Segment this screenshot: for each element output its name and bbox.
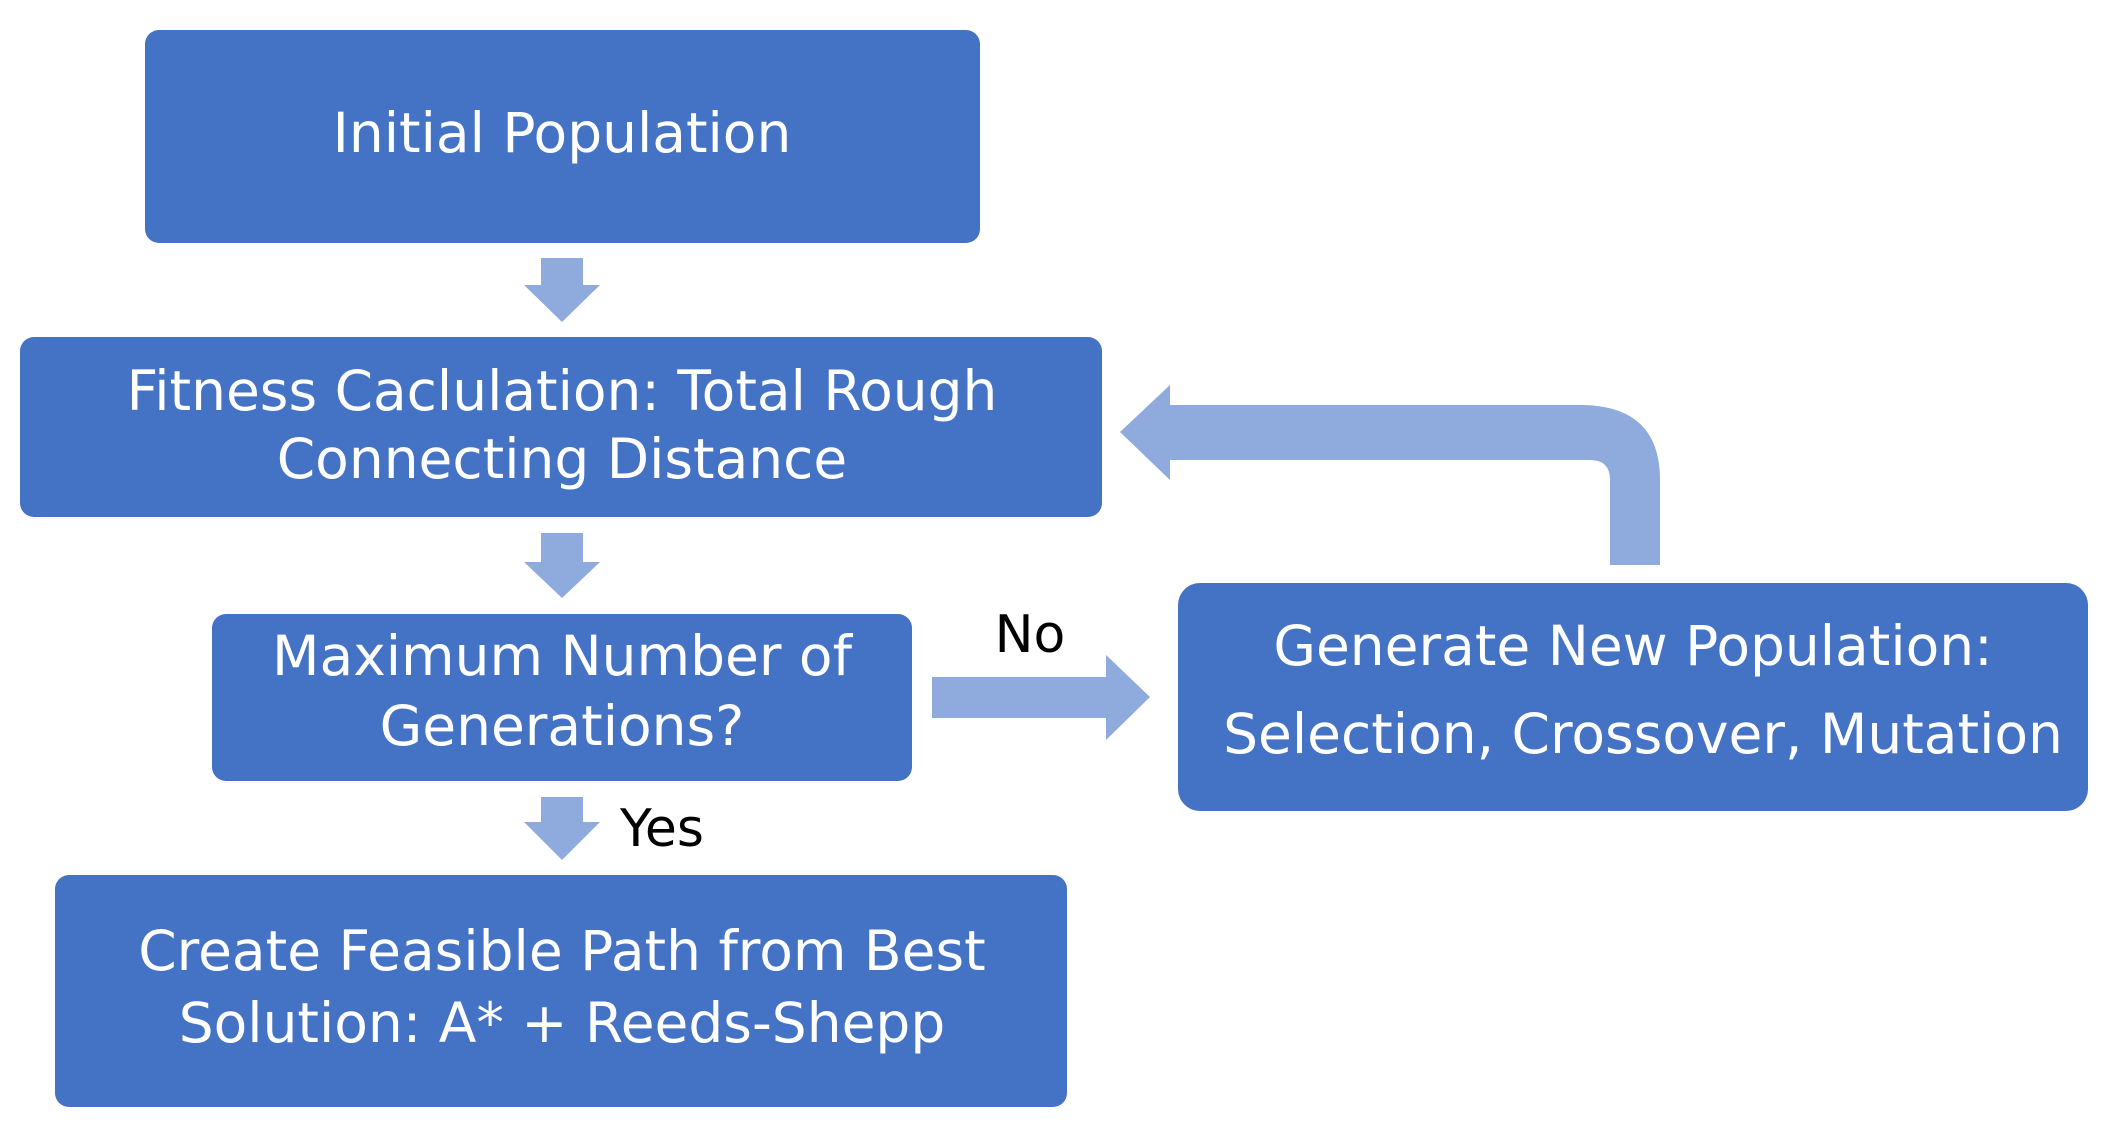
max-generations-line2: Generations? bbox=[380, 694, 745, 758]
arrow-right-no bbox=[932, 655, 1150, 740]
no-label: No bbox=[995, 605, 1066, 665]
arrow-down-1 bbox=[524, 258, 600, 322]
initial-population-label: Initial Population bbox=[333, 101, 792, 165]
fitness-calculation-line2: Connecting Distance bbox=[277, 427, 847, 491]
loop-arrow-back bbox=[1120, 385, 1660, 565]
arrow-down-yes bbox=[524, 797, 600, 860]
create-path-line1: Create Feasible Path from Best bbox=[138, 919, 985, 983]
generate-population-line1: Generate New Population: bbox=[1273, 614, 1992, 678]
yes-label: Yes bbox=[619, 799, 704, 859]
create-path-box: Create Feasible Path from Best Solution:… bbox=[55, 875, 1067, 1107]
create-path-line2: Solution: A* + Reeds-Shepp bbox=[179, 991, 946, 1055]
max-generations-box: Maximum Number of Generations? bbox=[212, 614, 912, 781]
initial-population-box: Initial Population bbox=[145, 30, 980, 243]
arrow-down-2 bbox=[524, 533, 600, 598]
fitness-calculation-line1: Fitness Caclulation: Total Rough bbox=[127, 359, 998, 423]
fitness-calculation-box: Fitness Caclulation: Total Rough Connect… bbox=[20, 337, 1102, 517]
generate-population-line2: Selection, Crossover, Mutation bbox=[1223, 702, 2063, 766]
generate-population-box: Generate New Population: Selection, Cros… bbox=[1178, 583, 2088, 811]
max-generations-line1: Maximum Number of bbox=[272, 624, 854, 688]
